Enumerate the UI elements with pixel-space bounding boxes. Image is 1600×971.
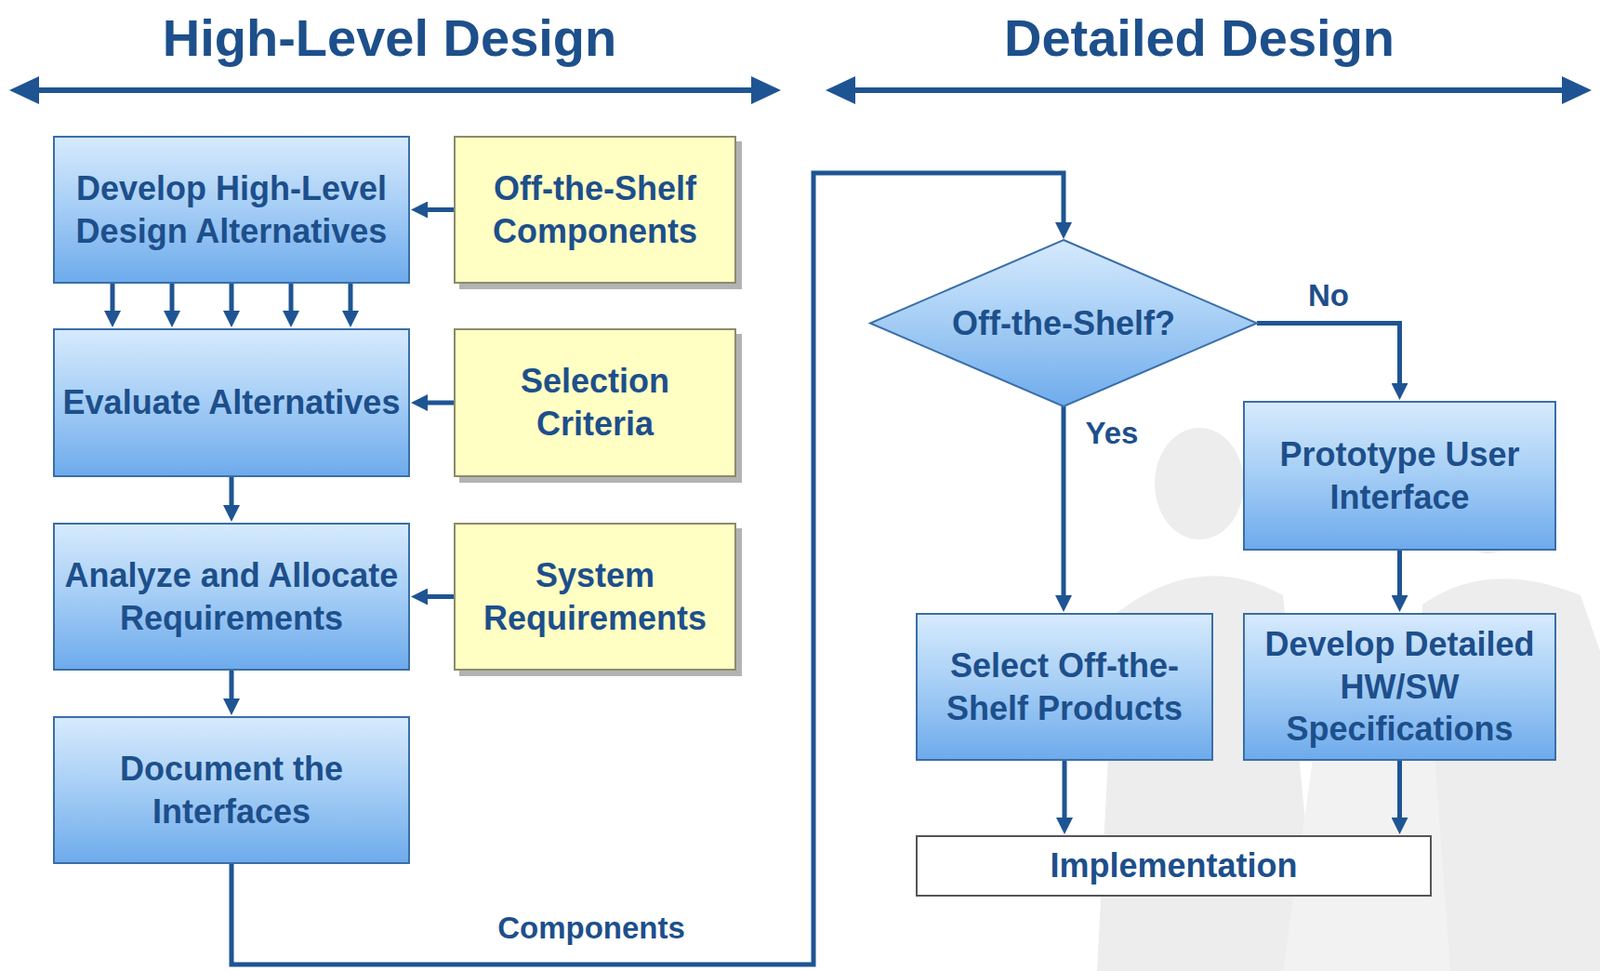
connector-label: Components	[497, 910, 686, 946]
node-text-group: Develop Detailed HW/SW Specifications	[1248, 622, 1551, 751]
node-text-group: System Requirements	[459, 554, 731, 639]
process-box: Evaluate Alternatives	[52, 328, 410, 477]
node-text: Evaluate Alternatives	[63, 381, 401, 424]
node-text-group: Select Off-the-Shelf Products	[921, 644, 1208, 729]
flow-connector	[1397, 760, 1402, 826]
phase-arrow-head	[1561, 76, 1592, 105]
node-text-group: Prototype User Interface	[1248, 433, 1551, 518]
watermark-head	[1154, 427, 1244, 540]
phase-arrow-line	[849, 87, 1568, 93]
process-box: Analyze and Allocate Requirements	[52, 522, 410, 671]
phase-title: High-Level Design	[162, 7, 618, 68]
flow-connector	[229, 283, 235, 319]
decision-diamond: Off-the-Shelf?	[870, 239, 1257, 407]
terminal-box: Implementation	[915, 834, 1432, 897]
node-text-group: Evaluate Alternatives	[63, 381, 401, 424]
phase-arrow-line	[33, 87, 757, 93]
process-box: Select Off-the-Shelf Products	[915, 612, 1214, 761]
node-text: Off-the-Shelf?	[952, 302, 1176, 345]
input-box: System Requirements	[453, 522, 737, 671]
process-box: Develop Detailed HW/SW Specifications	[1242, 612, 1557, 761]
flow-connector	[1061, 406, 1067, 604]
node-text-group: Analyze and Allocate Requirements	[58, 554, 405, 639]
phase-arrow-head	[825, 76, 856, 105]
process-box: Document the Interfaces	[52, 715, 410, 864]
node-text: Select Off-the-Shelf Products	[921, 644, 1208, 729]
diamond-shape	[870, 239, 1257, 407]
node-text-group: Implementation	[1049, 844, 1297, 887]
flow-connector	[348, 283, 354, 319]
flow-connector	[1062, 760, 1068, 826]
process-box: Prototype User Interface	[1242, 400, 1557, 551]
node-text: Off-the-Shelf Components	[459, 167, 731, 252]
connector-label: Yes	[1085, 415, 1139, 451]
flow-connector	[229, 670, 235, 707]
flow-connector	[419, 207, 454, 212]
node-text-group: Document the Interfaces	[58, 747, 405, 833]
flow-connector	[229, 476, 235, 514]
node-text: Implementation	[1049, 844, 1297, 887]
node-text-group: Off-the-Shelf?	[952, 302, 1176, 345]
node-text: Analyze and Allocate Requirements	[58, 554, 405, 639]
connector-label: No	[1308, 277, 1349, 314]
flow-connector	[170, 283, 175, 319]
flow-connector	[1397, 550, 1402, 604]
flow-connector	[419, 400, 454, 406]
input-box: Selection Criteria	[453, 328, 737, 477]
node-text-group: Selection Criteria	[459, 359, 731, 445]
phase-arrows	[9, 76, 1592, 105]
node-text: System Requirements	[459, 554, 731, 639]
node-text: Develop High-Level Design Alternatives	[58, 167, 405, 252]
node-text-group: Off-the-Shelf Components	[459, 167, 731, 252]
flow-connector	[289, 283, 294, 319]
input-box: Off-the-Shelf Components	[453, 135, 737, 284]
phase-arrow-head	[9, 76, 40, 105]
node-text-group: Develop High-Level Design Alternatives	[58, 167, 405, 252]
flow-connector	[419, 594, 454, 599]
node-text: Document the Interfaces	[58, 747, 405, 833]
process-box: Develop High-Level Design Alternatives	[52, 135, 410, 284]
phase-title: Detailed Design	[1004, 7, 1395, 68]
flow-connector	[1256, 323, 1401, 393]
node-text: Prototype User Interface	[1248, 433, 1551, 518]
flow-connector	[110, 283, 116, 319]
node-text: Selection Criteria	[459, 359, 731, 445]
node-text: Develop Detailed HW/SW Specifications	[1248, 622, 1551, 751]
phase-arrow-head	[751, 76, 781, 105]
